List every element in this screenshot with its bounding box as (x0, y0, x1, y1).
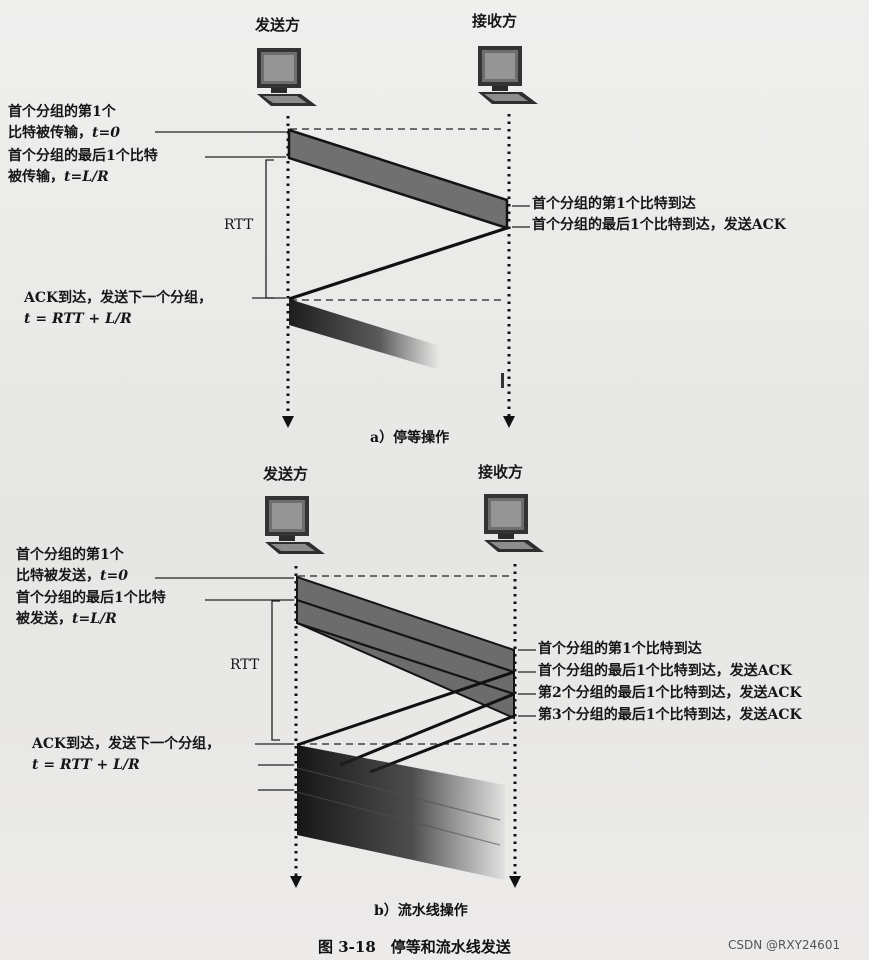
sender-computer-icon-b (265, 496, 325, 554)
last-bit-sent-label-a: 首个分组的最后1个比特 (8, 147, 158, 165)
first-bit-sent-time-a: 比特被传输，t=0 (8, 124, 120, 142)
first-bit-sent-label-b: 首个分组的第1个 (16, 546, 124, 564)
figure-caption: 图 3-18 停等和流水线发送 (318, 936, 511, 957)
receiver-title-b: 接收方 (478, 463, 523, 481)
caption-a: a）停等操作 (370, 427, 449, 447)
receiver-computer-icon-b (484, 494, 544, 552)
receiver-title-a: 接收方 (472, 12, 517, 30)
receiver-computer-icon-a (478, 46, 538, 104)
receiver-last-bit-label-b2: 第2个分组的最后1个比特到达，发送ACK (538, 684, 802, 702)
ack-arrival-time-a: t = RTT + L/R (24, 310, 132, 328)
last-bit-sent-time-a: 被传输，t=L/R (8, 168, 109, 186)
receiver-last-bit-label-b3: 第3个分组的最后1个比特到达，发送ACK (538, 706, 802, 724)
last-bit-sent-time-b: 被发送，t=L/R (16, 610, 117, 628)
sender-computer-icon-a (257, 48, 317, 106)
first-bit-sent-label-a: 首个分组的第1个 (8, 103, 116, 121)
rtt-label-b: RTT (230, 656, 259, 674)
watermark: CSDN @RXY24601 (728, 938, 840, 952)
receiver-first-bit-label-b: 首个分组的第1个比特到达 (538, 640, 702, 658)
ack-arrival-label-b: ACK到达，发送下一个分组， (32, 735, 220, 753)
receiver-first-bit-label-a: 首个分组的第1个比特到达 (532, 195, 696, 213)
first-bit-sent-time-b: 比特被发送，t=0 (16, 567, 128, 585)
last-bit-sent-label-b: 首个分组的最后1个比特 (16, 589, 166, 607)
ack-arrival-label-a: ACK到达，发送下一个分组， (24, 289, 212, 307)
caption-b: b）流水线操作 (374, 900, 468, 920)
sender-title-b: 发送方 (263, 465, 308, 483)
ack-arrival-time-b: t = RTT + L/R (32, 756, 140, 774)
receiver-last-bit-label-a: 首个分组的最后1个比特到达，发送ACK (532, 216, 786, 234)
rtt-label-a: RTT (224, 216, 253, 234)
sender-title-a: 发送方 (255, 16, 300, 34)
receiver-last-bit-label-b1: 首个分组的最后1个比特到达，发送ACK (538, 662, 792, 680)
